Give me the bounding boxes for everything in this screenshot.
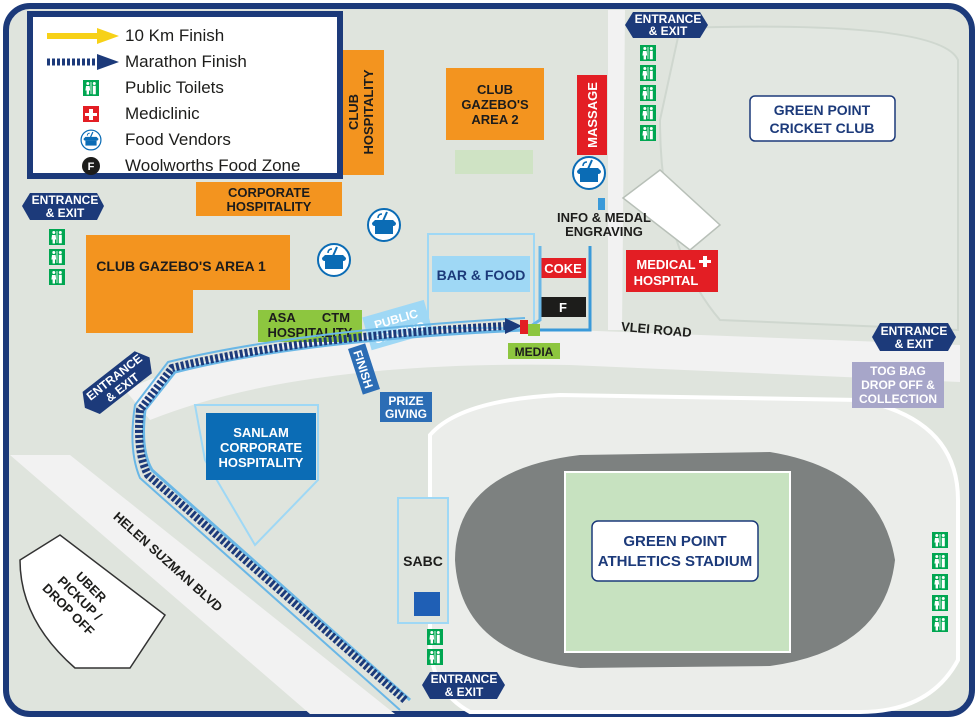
club-gazebo-1-label: CLUB GAZEBO'S AREA 1 xyxy=(96,258,266,274)
coke-area xyxy=(540,258,586,278)
legend-item-marathon: Marathon Finish xyxy=(45,49,325,75)
food-vendor-icon xyxy=(317,243,351,277)
food-vendor-icon xyxy=(572,156,606,190)
helen-suzman-road xyxy=(10,455,395,714)
uber-zone xyxy=(19,534,167,669)
club-gazebo-2-label-2: GAZEBO'S xyxy=(461,97,529,112)
entrance-left[interactable]: ENTRANCE & EXIT xyxy=(22,193,104,220)
sanlam-label-3: HOSPITALITY xyxy=(219,455,304,470)
tog-bag-label-1: TOG BAG xyxy=(870,364,926,378)
prize-giving-area xyxy=(380,392,432,422)
club-gazebo-2-area xyxy=(446,68,544,140)
prize-giving-label-1: PRIZE xyxy=(388,394,423,408)
legend-item-10km: 10 Km Finish xyxy=(45,23,325,49)
club-hospitality-label-1: CLUB xyxy=(346,94,361,130)
club-hospitality-label-2: HOSPITALITY xyxy=(361,69,376,154)
tog-bag-area xyxy=(852,362,944,408)
prize-giving-label-2: GIVING xyxy=(385,407,427,421)
corporate-hospitality-label-2: HOSPITALITY xyxy=(227,199,312,214)
svg-text:F: F xyxy=(88,161,95,173)
club-gazebo-2-label-1: CLUB xyxy=(477,82,513,97)
marathon-route xyxy=(135,322,506,704)
toilet-icon xyxy=(639,44,657,142)
cricket-club-label-2: CRICKET CLUB xyxy=(770,120,875,136)
medical-cross-icon xyxy=(45,102,125,126)
sanlam-hospitality xyxy=(206,413,316,480)
woolworths-zone xyxy=(540,297,586,317)
legend-item-woolworths: F Woolworths Food Zone xyxy=(45,153,325,179)
club-gazebo-2-label-3: AREA 2 xyxy=(471,112,518,127)
blue-dashed-arrow-icon xyxy=(45,50,125,74)
legend-label: 10 Km Finish xyxy=(125,26,225,45)
entrance-left-label-1: ENTRANCE xyxy=(32,193,99,207)
legend-label: Food Vendors xyxy=(125,130,231,149)
sanlam-label-2: CORPORATE xyxy=(220,440,302,455)
media-area xyxy=(508,343,560,359)
info-medal-label-1: INFO & MEDAL xyxy=(557,210,651,225)
corporate-hospitality-area xyxy=(196,182,342,216)
entrance-top-label-1: ENTRANCE xyxy=(635,12,702,26)
massage-label: MASSAGE xyxy=(585,82,600,148)
green-patch xyxy=(455,150,533,174)
food-vendor-icon xyxy=(45,128,125,152)
finish-banner xyxy=(348,343,380,395)
entrance-right-label-2: & EXIT xyxy=(895,337,934,351)
vlei-road-label: VLEI ROAD xyxy=(620,319,692,340)
medical-hospital-label-2: HOSPITAL xyxy=(634,273,699,288)
toilet-icon xyxy=(931,531,949,633)
entrance-left-label-2: & EXIT xyxy=(46,206,85,220)
entrance-top-label-2: & EXIT xyxy=(649,24,688,38)
entrance-bottom-label-2: & EXIT xyxy=(445,685,484,699)
bar-food-area xyxy=(432,256,530,292)
entrance-bottom[interactable]: ENTRANCE & EXIT xyxy=(422,672,505,699)
legend-item-mediclinic: Mediclinic xyxy=(45,101,325,127)
entrance-right[interactable]: ENTRANCE & EXIT xyxy=(872,323,956,351)
entrance-bottom-label-1: ENTRANCE xyxy=(431,672,498,686)
legend-label: Marathon Finish xyxy=(125,52,247,71)
hospital-cross-icon xyxy=(699,256,711,267)
sanlam-label-1: SANLAM xyxy=(233,425,289,440)
sabc-label: SABC xyxy=(403,553,443,569)
stadium-label-1: GREEN POINT xyxy=(623,533,726,550)
woolworths-f-icon: F xyxy=(45,154,125,178)
cricket-club-box xyxy=(749,95,896,142)
media-label: MEDIA xyxy=(515,345,554,359)
legend-label: Mediclinic xyxy=(125,104,200,123)
asa-label-2: HOSPITALITY xyxy=(268,325,353,340)
stadium-label-box xyxy=(591,520,759,582)
tog-bag-label-2: DROP OFF & xyxy=(861,378,935,392)
legend-label: Woolworths Food Zone xyxy=(125,156,301,175)
legend-label: Public Toilets xyxy=(125,78,224,97)
club-hospitality-area xyxy=(340,50,384,175)
massage-area xyxy=(577,75,607,155)
bar-food-label: BAR & FOOD xyxy=(437,267,526,283)
tog-bag-label-3: COLLECTION xyxy=(859,392,937,406)
woolworths-zone-label: F xyxy=(559,300,567,315)
stadium-label-2: ATHLETICS STADIUM xyxy=(598,553,752,570)
map-legend: 10 Km Finish Marathon Finish Public Toil… xyxy=(27,11,343,179)
toilet-icon xyxy=(45,76,125,100)
ctm-label: CTM xyxy=(322,310,350,325)
toilet-icon xyxy=(48,228,66,286)
medical-hospital-label-1: MEDICAL xyxy=(636,257,695,272)
legend-item-food-vendors: Food Vendors xyxy=(45,127,325,153)
club-gazebo-1-area xyxy=(86,235,290,333)
entrance-right-label-1: ENTRANCE xyxy=(881,324,948,338)
entrance-top[interactable]: ENTRANCE & EXIT xyxy=(625,12,708,38)
coke-label: COKE xyxy=(544,261,582,276)
food-vendor-icon xyxy=(367,208,401,242)
asa-label-1: ASA xyxy=(268,310,296,325)
legend-item-toilets: Public Toilets xyxy=(45,75,325,101)
asa-hospitality xyxy=(258,310,310,342)
info-medal-label-2: ENGRAVING xyxy=(565,224,643,239)
cricket-club-label-1: GREEN POINT xyxy=(774,102,871,118)
medical-hospital xyxy=(626,250,718,292)
corporate-hospitality-label-1: CORPORATE xyxy=(228,185,310,200)
yellow-arrow-icon xyxy=(45,24,125,48)
